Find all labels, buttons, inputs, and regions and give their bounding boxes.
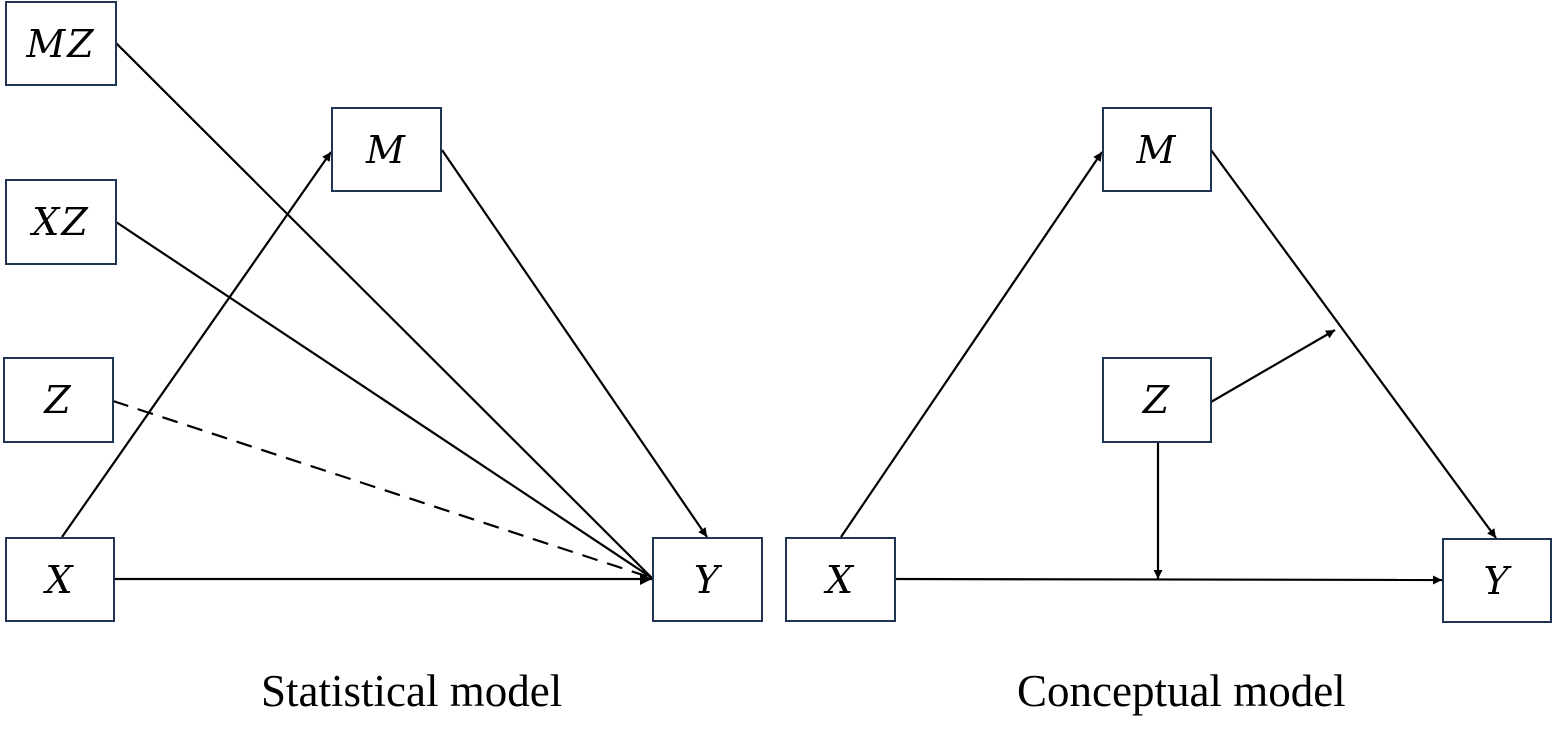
node-m-statistical: M: [331, 107, 442, 192]
edge-x-to-y-conceptual: [894, 575, 1443, 585]
edge-x-to-m-conceptual: [840, 151, 1103, 538]
edge-mz-to-y: [115, 42, 653, 579]
node-x-statistical: X: [5, 537, 115, 622]
edge-m-to-y: [441, 149, 708, 538]
statistical-edges: [61, 42, 708, 585]
caption-statistical-model: Statistical model: [261, 666, 563, 716]
conceptual-edges: [840, 149, 1497, 585]
node-y-conceptual: Y: [1442, 538, 1552, 623]
edge-x-to-m: [61, 151, 332, 538]
node-x-conceptual: X: [785, 537, 896, 622]
edge-xz-to-y: [115, 221, 653, 579]
caption-conceptual-model: Conceptual model: [1017, 666, 1346, 716]
node-mz-statistical: MZ: [5, 1, 117, 86]
node-z-conceptual: Z: [1102, 357, 1212, 443]
node-y-statistical: Y: [652, 537, 763, 622]
edge-m-to-y-conceptual: [1210, 149, 1497, 539]
node-z-statistical: Z: [3, 357, 114, 443]
node-m-conceptual: M: [1102, 107, 1212, 192]
edge-z-moderates-m-y: [1210, 329, 1336, 403]
edge-z-to-y-dashed: [112, 399, 653, 580]
node-xz-statistical: XZ: [5, 179, 117, 265]
